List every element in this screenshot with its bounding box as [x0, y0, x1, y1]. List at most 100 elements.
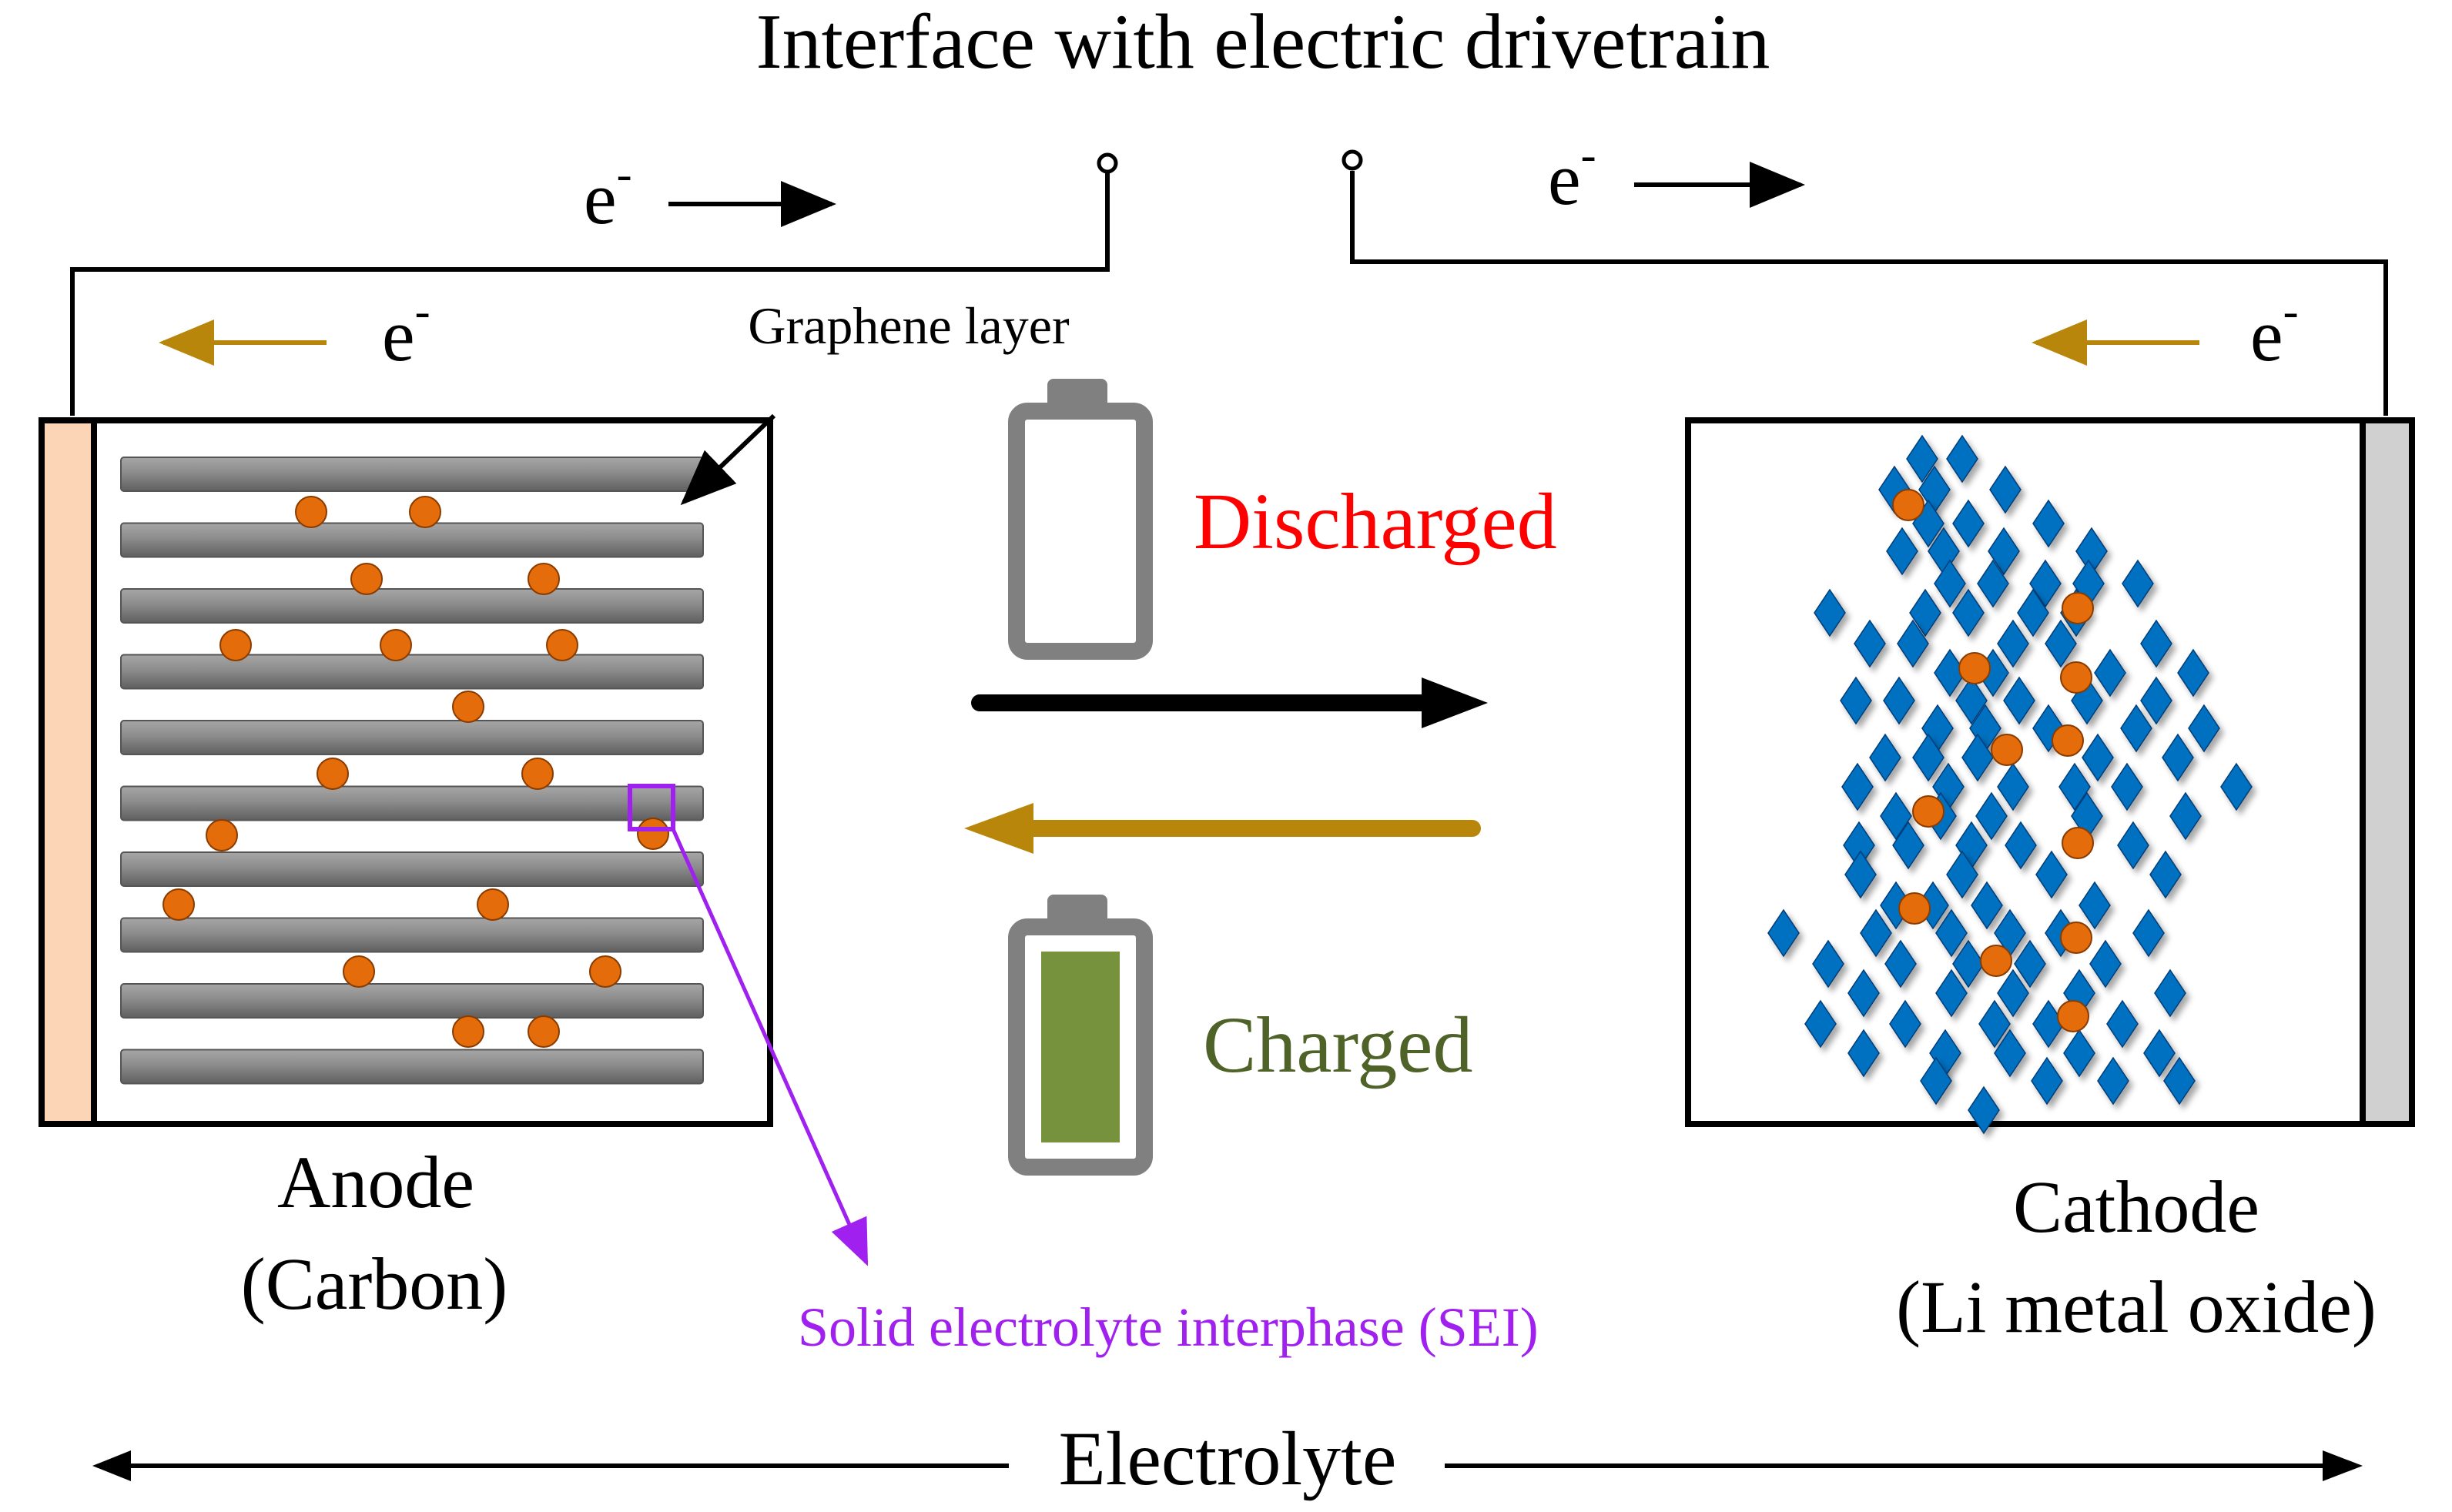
metal-oxide-crystal [2017, 588, 2049, 637]
metal-oxide-crystal [2143, 1029, 2176, 1078]
metal-oxide-crystal [1968, 1085, 2000, 1135]
metal-oxide-crystal [1880, 791, 1912, 841]
metal-oxide-crystal [2032, 499, 2065, 548]
graphene-layer [120, 654, 704, 690]
metal-oxide-crystal [1955, 676, 1988, 725]
title: Interface with electric drivetrain [756, 0, 1770, 85]
cathode-lithium-ions [1892, 489, 2094, 1032]
lithium-ion [343, 955, 375, 988]
external-circuit [70, 171, 2388, 416]
lithium-ion [589, 955, 621, 988]
metal-oxide-crystal [1997, 762, 2029, 811]
metal-oxide-crystal [2162, 733, 2194, 782]
metal-oxide-crystal [1989, 465, 2022, 514]
metal-oxide-crystal [1847, 968, 1880, 1018]
metal-oxide-crystal [2029, 559, 2062, 608]
metal-oxide-crystal [1935, 908, 1968, 958]
metal-oxide-crystal [2079, 881, 2111, 930]
lithium-ion [1991, 734, 2023, 766]
metal-oxide-crystal [2003, 676, 2035, 725]
metal-oxide-crystal [1814, 588, 1846, 637]
metal-oxide-crystal [2120, 704, 2152, 753]
cathode-current-collector [2360, 417, 2415, 1127]
metal-oxide-crystal [1804, 999, 1837, 1049]
battery-full-icon [1008, 895, 1153, 1176]
metal-oxide-crystal [2005, 821, 2037, 870]
metal-oxide-crystals [1767, 434, 2253, 1135]
sei-label: Solid electrolyte interphase (SEI) [798, 1296, 1539, 1358]
discharged-label: Discharged [1194, 477, 1557, 566]
electron-label-top-left: e- [584, 149, 632, 239]
graphene-layer-label: Graphene layer [748, 296, 1070, 355]
lithium-ion [452, 691, 484, 723]
graphene-layer [120, 522, 704, 558]
metal-oxide-crystal [1994, 1029, 2026, 1078]
graphene-layer [120, 851, 704, 887]
metal-oxide-crystal [2106, 999, 2139, 1049]
metal-oxide-crystal [1889, 999, 1921, 1049]
lithium-ion [521, 758, 554, 790]
lithium-ion [1958, 652, 1991, 684]
lithium-ion [2062, 592, 2094, 624]
lithium-ion [350, 563, 383, 595]
lithium-ion [2062, 827, 2094, 859]
metal-oxide-crystal [1886, 527, 1918, 576]
lithium-ion [2060, 922, 2092, 954]
metal-oxide-crystal [1971, 881, 2003, 930]
graphene-layer [120, 983, 704, 1019]
sei-marker [628, 784, 675, 831]
metal-oxide-crystal [2188, 704, 2220, 753]
lithium-ion [2052, 724, 2084, 757]
lithium-ion [528, 563, 560, 595]
anode-terminal [1097, 152, 1118, 174]
metal-oxide-crystal [1883, 676, 1915, 725]
lithium-ion [528, 1015, 560, 1048]
metal-oxide-crystal [1847, 1029, 1880, 1078]
metal-oxide-crystal [2163, 1056, 2196, 1106]
metal-oxide-crystal [1840, 676, 1872, 725]
metal-oxide-crystal [2122, 559, 2154, 608]
metal-oxide-crystal [2140, 676, 2172, 725]
sei-pointer [671, 828, 869, 1266]
metal-oxide-crystal [2031, 1056, 2063, 1106]
graphene-layer [120, 457, 704, 492]
metal-oxide-crystal [1935, 968, 1968, 1018]
metal-oxide-crystal [2014, 939, 2046, 988]
metal-oxide-crystal [1952, 939, 1985, 988]
metal-oxide-crystal [1977, 559, 2009, 608]
metal-oxide-crystal [2097, 1056, 2129, 1106]
metal-oxide-crystal [1988, 527, 2020, 576]
lithium-ion [409, 496, 441, 528]
metal-oxide-crystal [1909, 588, 1941, 637]
anode [39, 417, 773, 1127]
metal-oxide-crystal [2140, 619, 2172, 668]
svg-text:e-: e- [382, 286, 430, 376]
lithium-ion [162, 888, 195, 921]
cathode-box [1685, 417, 2366, 1127]
metal-oxide-crystal [2132, 908, 2165, 958]
metal-oxide-crystal [1952, 588, 1985, 637]
metal-oxide-crystal [1997, 619, 2029, 668]
graphene-layer-pointer [680, 413, 776, 506]
metal-oxide-crystal [1860, 908, 1892, 958]
charge-arrow [964, 803, 1481, 854]
metal-oxide-crystal [2117, 821, 2149, 870]
svg-text:e-: e- [2250, 286, 2299, 376]
electron-label-right: e- [2250, 286, 2299, 376]
lithium-ion [1898, 892, 1931, 925]
anode-material-label: (Carbon) [241, 1243, 508, 1325]
lithium-ion [546, 629, 578, 661]
graphene-layer [120, 1049, 704, 1085]
metal-oxide-crystal [1946, 434, 1978, 483]
cathode-material-label: (Li metal oxide) [1896, 1266, 2377, 1348]
metal-oxide-crystal [1892, 821, 1924, 870]
metal-oxide-crystal [1952, 499, 1985, 548]
cathode [1685, 417, 2415, 1135]
metal-oxide-crystal [1978, 999, 2011, 1049]
lithium-ion [2060, 661, 2092, 694]
svg-text:e-: e- [1548, 129, 1596, 220]
metal-oxide-crystal [2089, 939, 2122, 988]
lithium-ion [1892, 489, 1924, 521]
lithium-ion [317, 758, 349, 790]
metal-oxide-crystal [2111, 762, 2143, 811]
